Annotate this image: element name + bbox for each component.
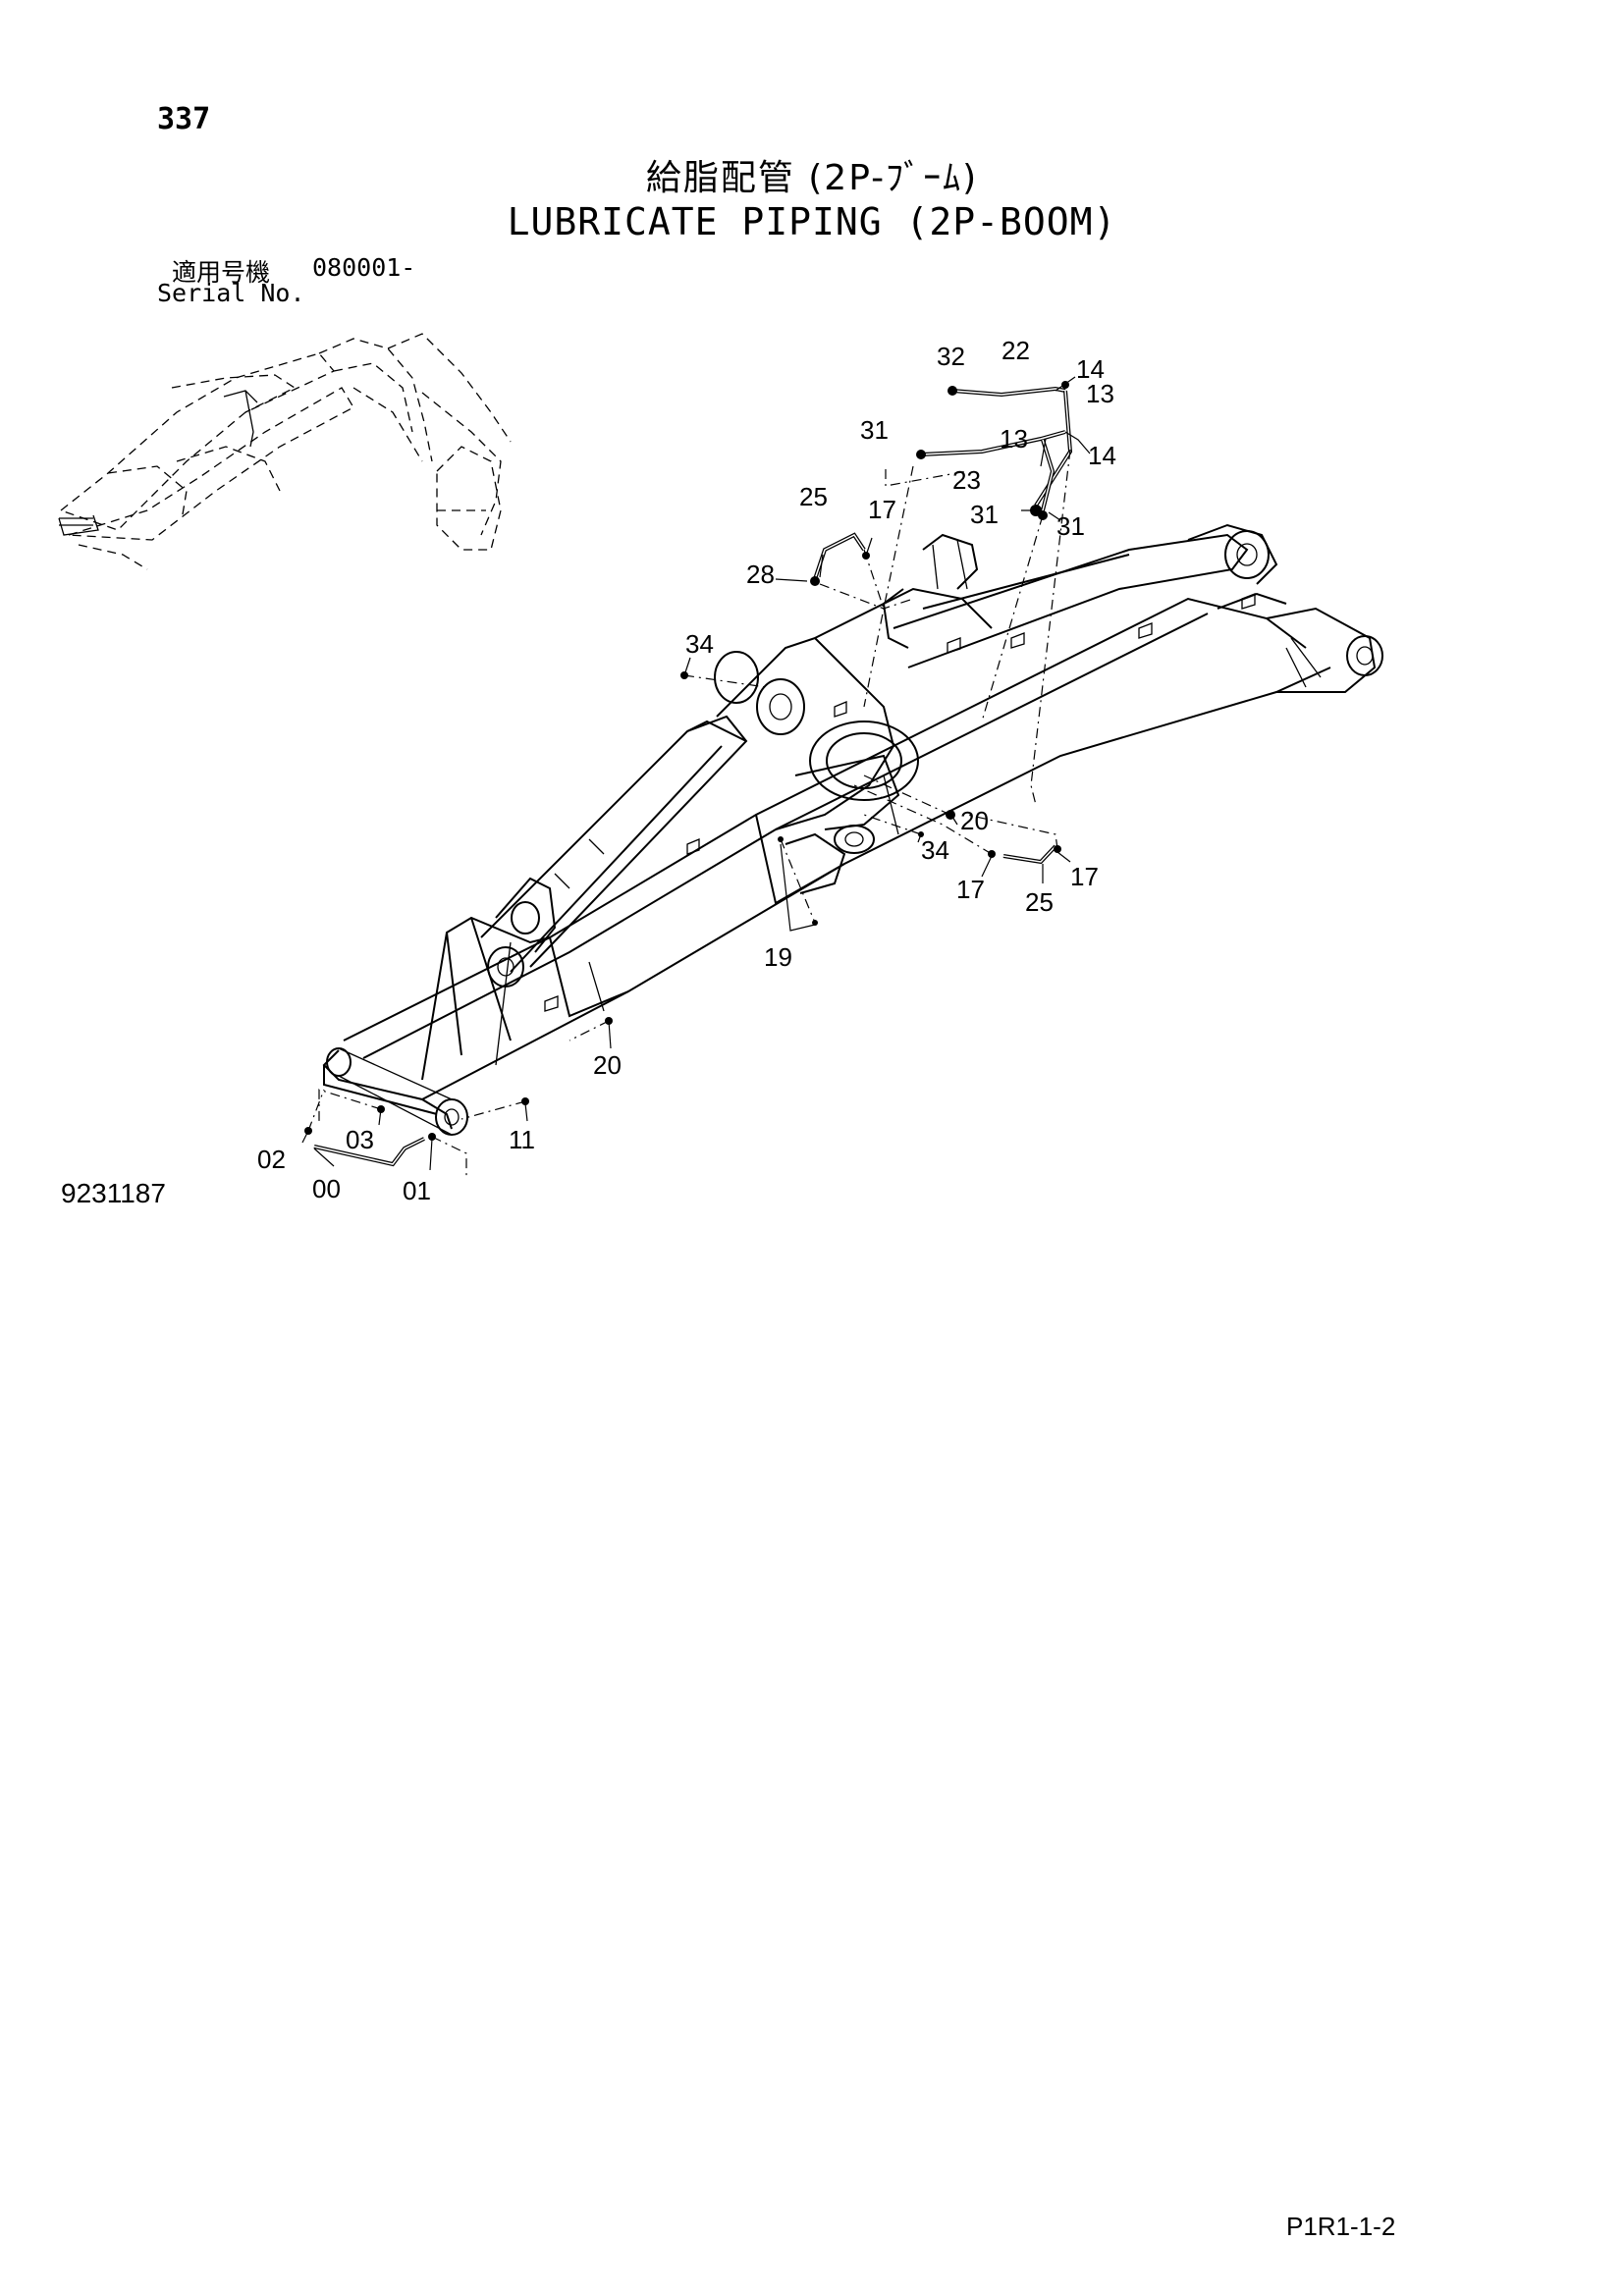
serial-label-english: Serial No. — [157, 279, 305, 307]
title-english: LUBRICATE PIPING (2P-BOOM) — [507, 200, 1117, 243]
callout-01: 01 — [403, 1176, 431, 1205]
callout-17-left: 17 — [956, 875, 985, 904]
callout-13-lower: 13 — [1000, 424, 1028, 454]
callout-17-upper: 17 — [868, 495, 896, 524]
key-map-thumbnail — [58, 333, 512, 570]
callout-34-upper: 34 — [685, 629, 714, 659]
callout-23: 23 — [952, 465, 981, 495]
callout-17-right: 17 — [1070, 862, 1099, 891]
boom-body — [322, 523, 1383, 1136]
callout-34-lower: 34 — [921, 835, 949, 865]
callout-11: 11 — [509, 1125, 535, 1154]
callout-19: 19 — [764, 942, 792, 972]
callout-13-upper: 13 — [1086, 379, 1114, 408]
callout-25-upper: 25 — [799, 482, 828, 511]
callout-02: 02 — [257, 1145, 286, 1174]
callout-31-right: 31 — [1056, 511, 1085, 541]
callout-31-left: 31 — [860, 415, 889, 445]
page-number: 337 — [157, 102, 211, 136]
callout-14-upper: 14 — [1076, 354, 1105, 384]
callout-03: 03 — [346, 1125, 374, 1154]
serial-label-japanese: 適用号機 — [172, 258, 271, 287]
title-japanese: 給脂配管 (2P-ﾌﾞｰﾑ) — [645, 158, 979, 198]
callout-20-lower: 20 — [593, 1050, 622, 1080]
callout-00: 00 — [312, 1174, 341, 1203]
serial-number-value: 080001- — [312, 253, 416, 282]
callout-25-lower: 25 — [1025, 887, 1054, 917]
callout-14-lower: 14 — [1088, 441, 1116, 470]
callout-labels: 32 22 14 13 31 13 14 23 25 17 31 31 28 3… — [257, 336, 1116, 1205]
page-code: P1R1-1-2 — [1286, 2212, 1396, 2241]
assembly-lines — [301, 376, 1091, 1178]
callout-32: 32 — [937, 342, 965, 371]
callout-22: 22 — [1001, 336, 1030, 365]
callout-20-upper: 20 — [960, 806, 989, 835]
lubricate-piping — [304, 381, 1073, 1167]
figure-code: 9231187 — [61, 1178, 166, 1208]
callout-28: 28 — [746, 560, 775, 589]
callout-31-mid: 31 — [970, 500, 999, 529]
